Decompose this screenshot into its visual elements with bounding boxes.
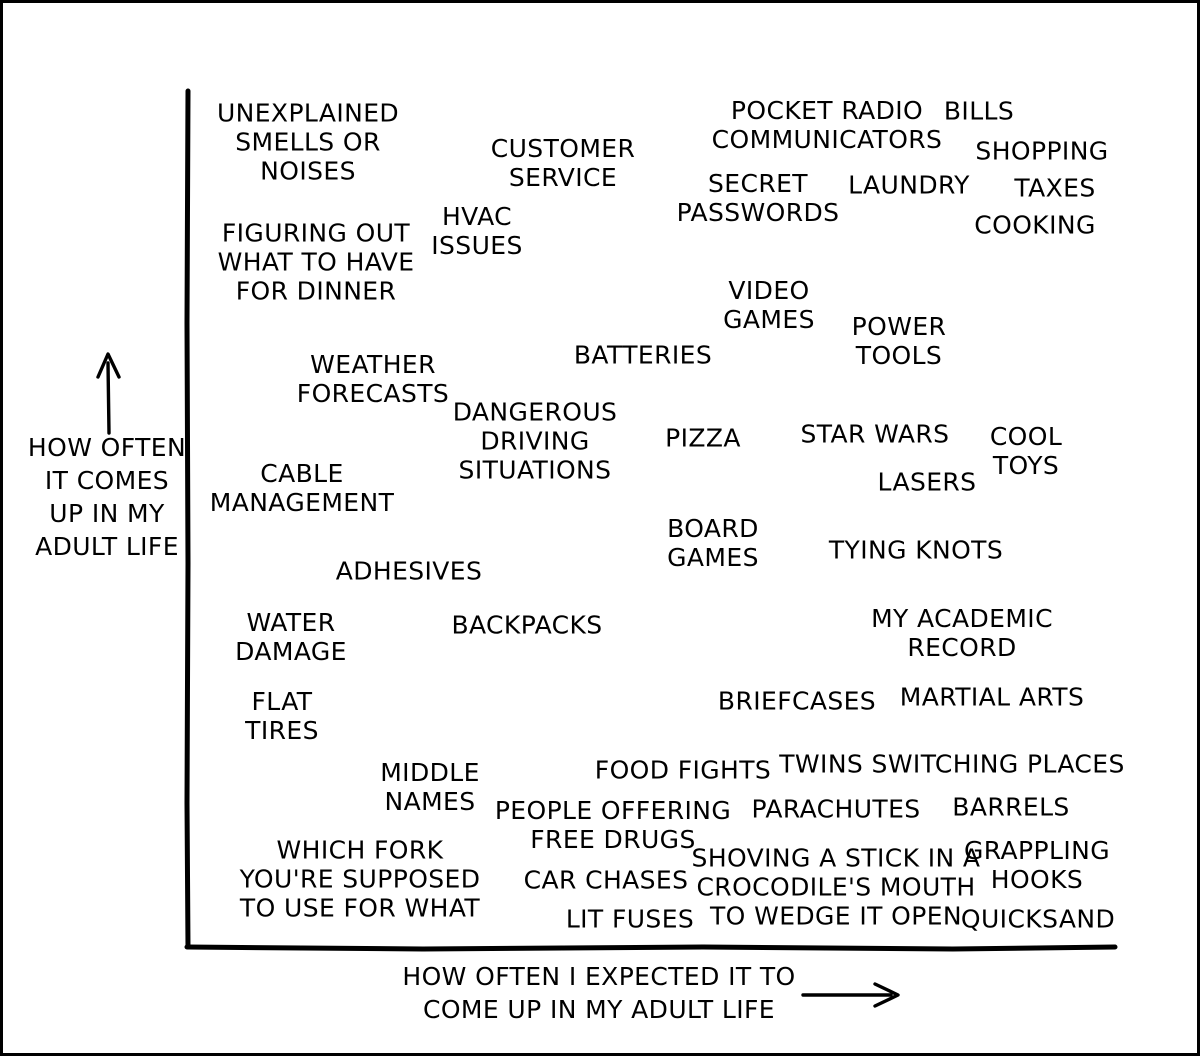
- data-point-label: POWER TOOLS: [851, 312, 947, 370]
- data-point-label: PARACHUTES: [751, 794, 921, 824]
- data-point-label: ADHESIVES: [335, 556, 483, 586]
- data-point-label: COOKING: [974, 210, 1096, 240]
- data-point-label: VIDEO GAMES: [723, 276, 815, 334]
- x-axis-label: HOW OFTEN I EXPECTED IT TO COME UP IN MY…: [402, 962, 796, 1024]
- data-point-label: MIDDLE NAMES: [380, 758, 480, 816]
- data-point-label: PIZZA: [665, 423, 741, 453]
- data-point-label: SHOPPING: [975, 136, 1109, 166]
- data-point-label: PEOPLE OFFERING FREE DRUGS: [494, 796, 732, 854]
- data-point-label: LASERS: [877, 467, 977, 497]
- data-point-label: BOARD GAMES: [667, 514, 759, 572]
- data-point-label: TAXES: [1014, 173, 1096, 203]
- data-point-label: QUICKSAND: [960, 904, 1116, 934]
- data-point-label: FLAT TIRES: [245, 687, 319, 745]
- data-point-label: MY ACADEMIC RECORD: [871, 604, 1053, 662]
- data-point-label: STAR WARS: [800, 419, 950, 449]
- data-point-label: WHICH FORK YOU'RE SUPPOSED TO USE FOR WH…: [239, 835, 481, 923]
- data-point-label: TYING KNOTS: [828, 535, 1004, 565]
- data-point-label: CUSTOMER SERVICE: [490, 134, 636, 192]
- data-point-label: WEATHER FORECASTS: [296, 350, 450, 408]
- data-point-label: SECRET PASSWORDS: [676, 169, 840, 227]
- data-point-label: BARRELS: [952, 792, 1070, 822]
- data-point-label: LAUNDRY: [848, 170, 970, 200]
- data-point-label: FOOD FIGHTS: [594, 755, 772, 785]
- data-point-label: BRIEFCASES: [717, 686, 877, 716]
- data-point-label: FIGURING OUT WHAT TO HAVE FOR DINNER: [217, 218, 415, 306]
- data-point-label: CAR CHASES: [523, 865, 689, 895]
- data-point-label: BATTERIES: [573, 340, 713, 370]
- data-point-label: SHOVING A STICK IN A CROCODILE'S MOUTH T…: [691, 843, 981, 931]
- data-point-label: MARTIAL ARTS: [899, 682, 1085, 712]
- scatter-plot: HOW OFTEN IT COMES UP IN MY ADULT LIFE H…: [3, 3, 1197, 1053]
- data-point-label: UNEXPLAINED SMELLS OR NOISES: [216, 98, 400, 186]
- data-point-label: DANGEROUS DRIVING SITUATIONS: [452, 397, 618, 485]
- data-point-label: WATER DAMAGE: [235, 608, 347, 666]
- data-point-label: COOL TOYS: [989, 422, 1063, 480]
- data-point-label: BACKPACKS: [451, 610, 603, 640]
- x-axis-line: [184, 944, 1118, 952]
- data-point-label: GRAPPLING HOOKS: [964, 836, 1110, 894]
- data-point-label: TWINS SWITCHING PLACES: [779, 749, 1125, 779]
- data-point-label: BILLS: [943, 96, 1015, 126]
- data-point-label: POCKET RADIO COMMUNICATORS: [711, 96, 943, 154]
- data-point-label: CABLE MANAGEMENT: [209, 459, 395, 517]
- data-point-label: HVAC ISSUES: [431, 202, 523, 260]
- data-point-label: LIT FUSES: [565, 904, 695, 934]
- y-axis-label: HOW OFTEN IT COMES UP IN MY ADULT LIFE: [27, 433, 187, 561]
- up-arrow-icon: [96, 352, 121, 435]
